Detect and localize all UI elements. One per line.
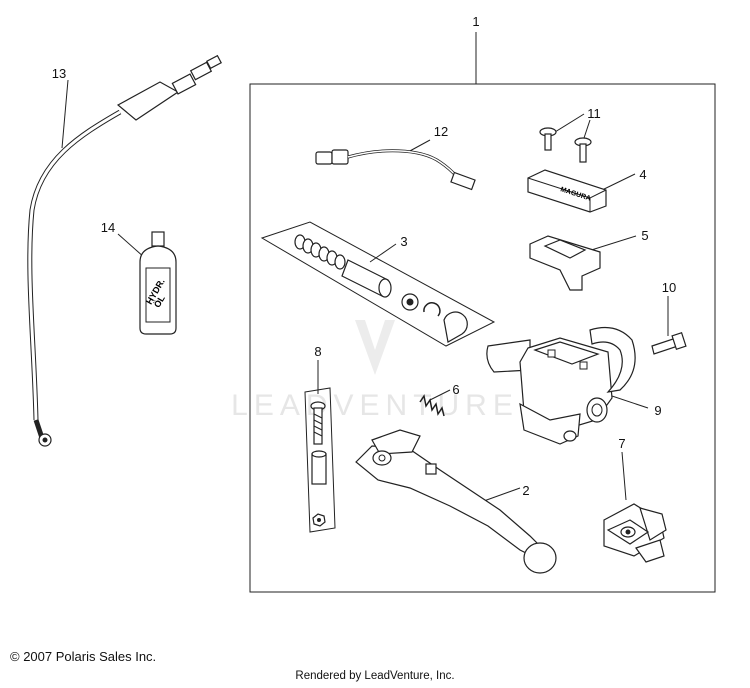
pivot-bolt-kit — [304, 360, 336, 533]
callout-13: 13 — [52, 66, 66, 81]
screws — [539, 113, 592, 163]
callout-8: 8 — [314, 344, 321, 359]
callout-5: 5 — [641, 228, 648, 243]
callout-1: 1 — [472, 14, 479, 29]
callout-9: 9 — [654, 403, 661, 418]
sensor-cable — [315, 139, 476, 191]
brake-hose — [27, 54, 222, 447]
brake-lever — [355, 429, 557, 574]
callout-14: 14 — [101, 220, 115, 235]
assembly-box — [249, 83, 716, 593]
callout-3: 3 — [400, 234, 407, 249]
callout-7: 7 — [618, 436, 625, 451]
hydraulic-oil-bottle: HYDR. ÖL — [117, 231, 177, 335]
spring — [419, 389, 451, 417]
callout-2: 2 — [522, 483, 529, 498]
gasket — [529, 235, 637, 291]
clamp — [603, 451, 667, 563]
callout-10: 10 — [662, 280, 676, 295]
master-cylinder — [486, 327, 649, 445]
watermark: LEADVENTURE — [231, 320, 519, 422]
callout-11: 11 — [587, 106, 601, 121]
copyright-notice: © 2007 Polaris Sales Inc. — [10, 649, 157, 664]
callout-4: 4 — [639, 167, 646, 182]
piston-kit — [260, 221, 496, 347]
rendered-by-credit: Rendered by LeadVenture, Inc. — [295, 670, 455, 682]
watermark-text: LEADVENTURE — [231, 389, 519, 422]
bolt — [651, 296, 687, 355]
callout-6: 6 — [452, 382, 459, 397]
reservoir-cap: MAGURA — [527, 169, 636, 213]
callout-12: 12 — [434, 124, 448, 139]
